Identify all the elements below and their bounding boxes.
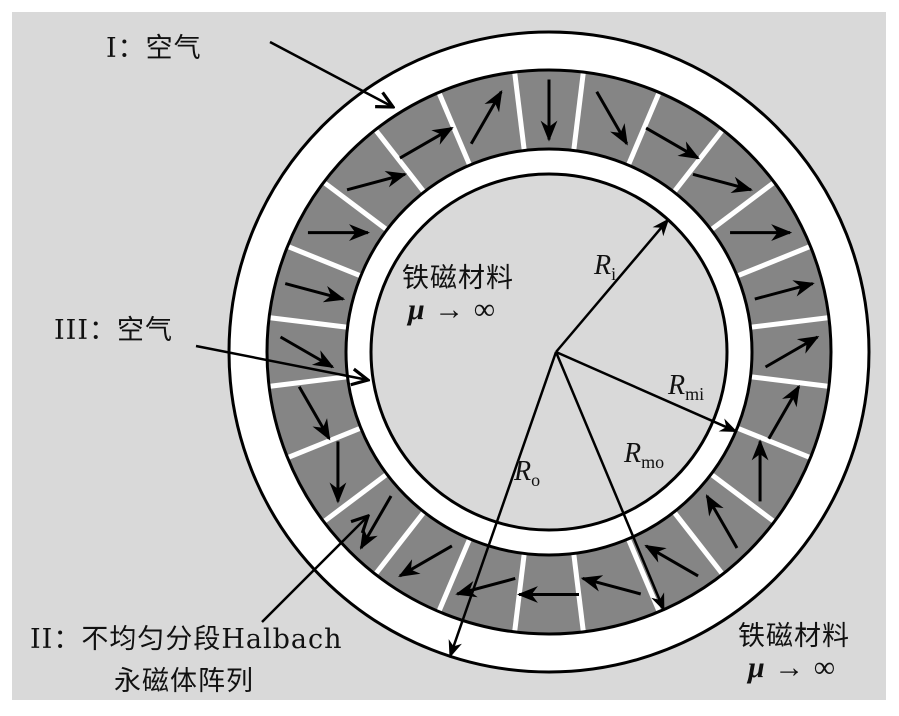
magnetization-arrow-icon xyxy=(279,335,335,369)
segment-divider xyxy=(749,315,831,330)
magnetization-arrow-icon xyxy=(644,544,699,578)
segment-divider xyxy=(735,243,813,279)
segment-divider xyxy=(321,471,390,525)
core-circle xyxy=(369,172,729,532)
magnetization-arrow-icon xyxy=(398,544,453,578)
magnetization-arrow-icon xyxy=(767,384,801,440)
magnetization-arrow-icon xyxy=(359,495,393,550)
segment-divider xyxy=(708,471,777,525)
magnet-inner-circle xyxy=(344,147,754,557)
label-region-3: III：空气 xyxy=(54,315,173,346)
numeral: I xyxy=(106,33,118,64)
label-Rmi: Rmi xyxy=(668,370,705,404)
numeral: III xyxy=(54,315,89,346)
region-name: 空气 xyxy=(145,33,202,64)
segment-divider xyxy=(285,425,363,461)
magnet-outer-circle xyxy=(265,68,833,636)
segment-divider xyxy=(267,315,349,330)
label-outer-core: 铁磁材料 xyxy=(738,621,850,652)
inner-core xyxy=(371,174,727,530)
leader-lines xyxy=(195,40,393,623)
magnetization-arrow-icon xyxy=(399,126,454,160)
magnetization-arrow-icon xyxy=(595,91,629,146)
segment-divider xyxy=(671,127,726,195)
radius-Rmi-arrow xyxy=(555,350,738,433)
label-Ro: Ro xyxy=(514,456,541,490)
radius-lines xyxy=(448,218,738,658)
region-name: 空气 xyxy=(117,315,173,346)
segment-divider xyxy=(285,243,363,279)
magnetization-arrow-icon xyxy=(346,171,408,192)
segment-dividers xyxy=(267,70,831,634)
segment-divider xyxy=(321,179,390,233)
magnetization-arrow-icon xyxy=(645,126,700,160)
leader-region-1 xyxy=(269,40,393,107)
segment-divider xyxy=(436,536,473,614)
magnetization-arrow-icon xyxy=(705,494,739,549)
segment-divider xyxy=(749,374,831,389)
label-Rmo: Rmo xyxy=(624,438,665,472)
magnetization-arrow-icon xyxy=(764,335,820,369)
label-inner-core: 铁磁材料 xyxy=(402,263,514,294)
leader-region-2 xyxy=(261,516,368,623)
leader-region-3 xyxy=(195,344,368,380)
magnetization-arrow-icon xyxy=(469,89,503,145)
region-name: 不均匀分段Halbach xyxy=(81,624,343,655)
segment-divider xyxy=(512,70,527,152)
label-Ri: Ri xyxy=(594,250,617,284)
radius-Ro-arrow xyxy=(448,351,558,658)
label-outer-core-mu: μ → ∞ xyxy=(748,651,836,684)
segment-divider xyxy=(267,374,349,389)
magnetization-arrow-icon xyxy=(692,172,753,194)
label-region-2: II：不均匀分段Halbach xyxy=(30,624,343,655)
label-region-2-line2: 永磁体阵列 xyxy=(114,666,254,697)
label-inner-core-mu: μ → ∞ xyxy=(408,293,496,326)
segment-divider xyxy=(436,90,473,168)
magnetization-arrow-icon xyxy=(580,575,642,596)
segment-divider xyxy=(671,509,726,577)
radius-Ri-arrow xyxy=(555,218,670,353)
label-region-1: I：空气 xyxy=(106,33,202,64)
segment-divider xyxy=(625,90,662,168)
magnetization-arrow-icon xyxy=(297,385,331,441)
segment-divider xyxy=(571,70,586,152)
segment-divider xyxy=(708,179,777,233)
numeral: II xyxy=(30,624,54,655)
magnetization-arrows xyxy=(279,79,820,603)
radius-Rmo-arrow xyxy=(554,351,665,612)
magnetization-arrow-icon xyxy=(455,577,516,598)
magnetization-arrow-icon xyxy=(284,282,346,303)
segment-divider xyxy=(372,509,427,577)
segment-divider xyxy=(372,127,427,195)
segment-divider xyxy=(735,425,813,461)
segment-divider xyxy=(571,552,586,634)
magnetization-arrow-icon xyxy=(754,280,815,301)
